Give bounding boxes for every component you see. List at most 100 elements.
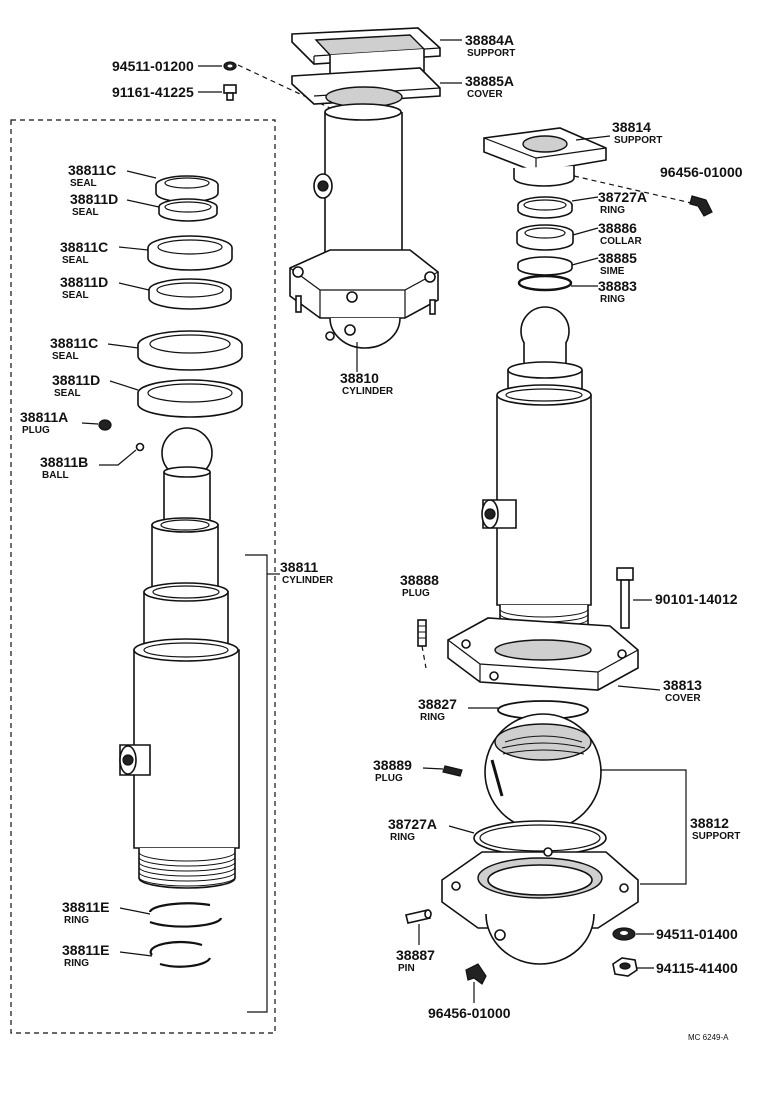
- ball-38811B: [135, 442, 145, 452]
- part-number: 38812: [690, 815, 729, 831]
- seal-38811D-bottom: [137, 379, 243, 418]
- part-number: 90101-14012: [655, 591, 738, 607]
- part-name: SEAL: [62, 290, 89, 301]
- part-number: 38883: [598, 278, 637, 294]
- cylinder-38811: [119, 427, 240, 889]
- label-p94511-01200: 94511-01200: [112, 58, 194, 74]
- part-number: 38887: [396, 947, 435, 963]
- seal-38811C-middle: [147, 235, 233, 271]
- part-number: 38888: [400, 572, 439, 588]
- bolt-91161-41225: [223, 84, 237, 101]
- part-number: 38811E: [62, 899, 110, 915]
- part-number: 38827: [418, 696, 457, 712]
- part-number: 96456-01000: [660, 164, 743, 180]
- part-number: 94511-01400: [656, 926, 738, 942]
- washer-94511-01400: [612, 927, 636, 941]
- seal-38811D-middle: [148, 278, 232, 310]
- part-number: 38885A: [465, 73, 514, 89]
- part-name: SUPPORT: [467, 48, 515, 59]
- part-name: SIME: [600, 266, 625, 277]
- part-number: 94511-01200: [112, 58, 194, 74]
- part-name: RING: [420, 712, 445, 723]
- fitting-96456-01000-bottom: [465, 963, 487, 985]
- part-name: RING: [64, 915, 89, 926]
- part-number: 38889: [373, 757, 412, 773]
- part-number: 94115-41400: [656, 960, 738, 976]
- part-number: 38811D: [52, 372, 100, 388]
- part-number: 38814: [612, 119, 651, 135]
- part-number: 38885: [598, 250, 637, 266]
- part-number: 38811C: [60, 239, 108, 255]
- part-number: 38811C: [68, 162, 116, 178]
- label-p96456-01000-a: 96456-01000: [660, 164, 743, 180]
- collar-38886: [516, 224, 574, 251]
- part-number: 38810: [340, 370, 379, 386]
- washer-94511-01200: [223, 61, 237, 71]
- part-name: SEAL: [62, 255, 89, 266]
- part-number: 38884A: [465, 32, 514, 48]
- part-name: SEAL: [70, 178, 97, 189]
- part-number: 38811A: [20, 409, 68, 425]
- part-name: SEAL: [52, 351, 79, 362]
- part-number: 38811C: [50, 335, 98, 351]
- cover-38813: [447, 617, 639, 691]
- cylinder-38810: [289, 103, 439, 349]
- part-name: RING: [390, 832, 415, 843]
- label-p94511-01400: 94511-01400: [656, 926, 738, 942]
- part-number: 38811B: [40, 454, 88, 470]
- part-number: 38811E: [62, 942, 110, 958]
- part-name: PLUG: [22, 425, 50, 436]
- part-name: RING: [64, 958, 89, 969]
- pin-38887: [405, 909, 432, 924]
- bolt-90101-14012: [616, 567, 634, 629]
- part-number: 38886: [598, 220, 637, 236]
- part-name: RING: [600, 294, 625, 305]
- part-number: 38811: [280, 559, 318, 575]
- part-number: 38811D: [60, 274, 108, 290]
- ring-38883: [517, 274, 573, 292]
- plug-38811A: [98, 419, 112, 431]
- part-name: BALL: [42, 470, 69, 481]
- part-number: 96456-01000: [428, 1005, 511, 1021]
- label-p91161-41225: 91161-41225: [112, 84, 194, 100]
- ring-38811E-upper: [148, 902, 223, 928]
- seal-38811C-top: [155, 175, 219, 203]
- part-name: CYLINDER: [282, 575, 334, 586]
- support-38812-base: [441, 847, 639, 965]
- seal-38811D-top: [158, 198, 218, 222]
- reference-code: MC 6249-A: [688, 1033, 729, 1042]
- part-name: SUPPORT: [692, 831, 740, 842]
- part-name: RING: [600, 205, 625, 216]
- label-p94115-41400: 94115-41400: [656, 960, 738, 976]
- plug-38888: [417, 619, 427, 647]
- part-number: 91161-41225: [112, 84, 194, 100]
- support-38814: [483, 127, 607, 187]
- ring-38727A-upper: [517, 196, 573, 219]
- ring-38811E-lower: [149, 940, 212, 968]
- plug-38889: [442, 765, 463, 777]
- part-name: SEAL: [72, 207, 99, 218]
